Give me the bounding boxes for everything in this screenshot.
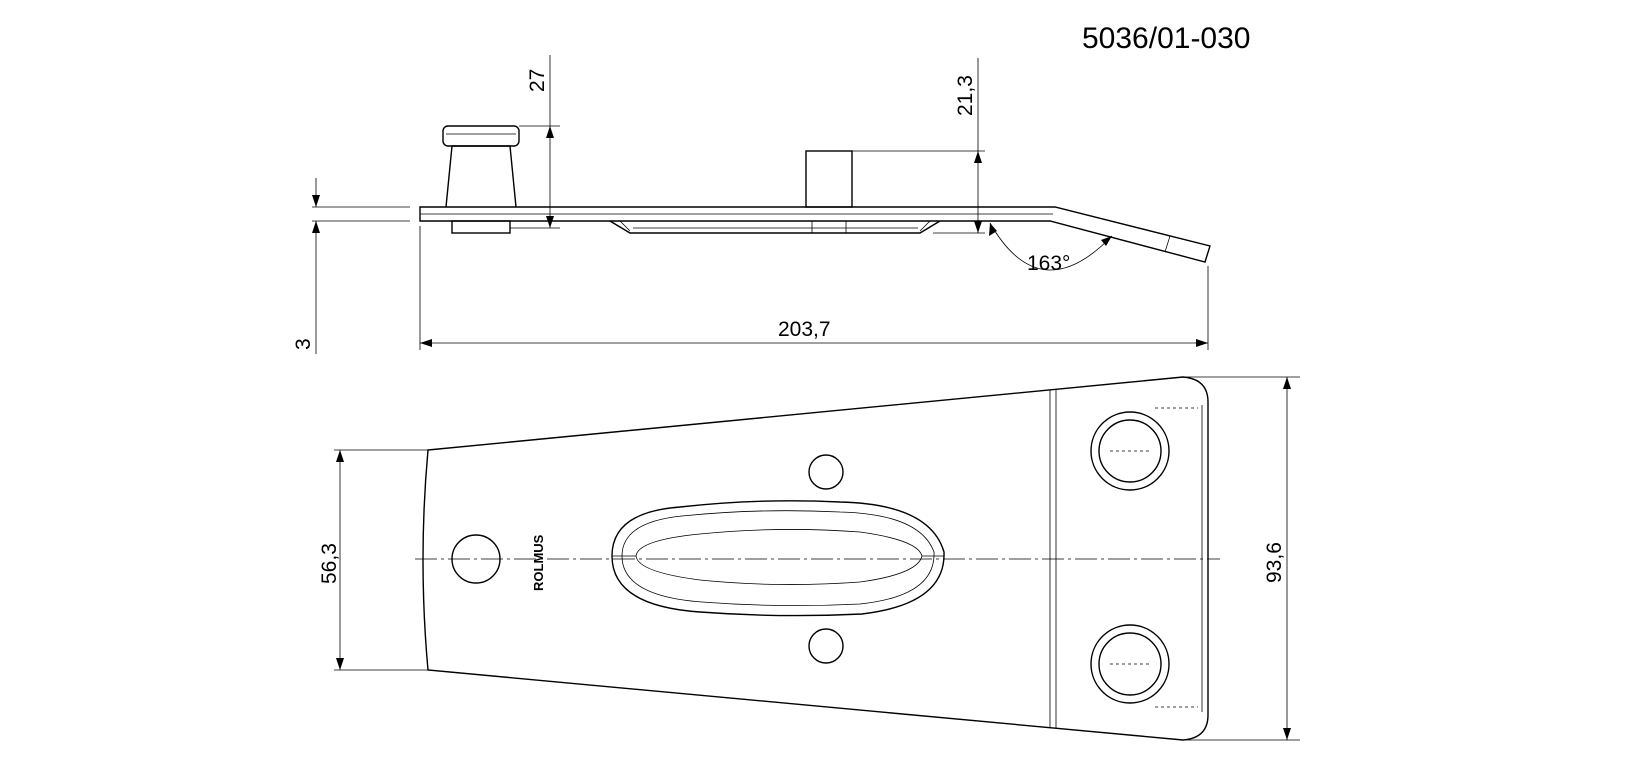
side-view: 27 21,3 163° 3 203,7 — [292, 55, 1211, 354]
small-pin-body — [805, 150, 853, 208]
dim-203-7-arrow-left — [420, 339, 432, 347]
dim-21-3-label: 21,3 — [954, 75, 977, 116]
oval-slot-inner — [635, 529, 923, 585]
side-plate-bend-line — [1164, 235, 1171, 253]
rolmus-logo: ROLMUS — [531, 534, 546, 591]
dim-3-arrow-top — [312, 195, 320, 207]
dim-203-7-arrow-right — [1196, 339, 1208, 347]
right-lower-hole-inner — [1098, 632, 1162, 696]
dim-27-label: 27 — [526, 69, 549, 92]
dim-56-3-arrow-top — [336, 450, 344, 462]
right-lower-hole-outer — [1090, 624, 1170, 704]
dim-21-3-arrow-bottom — [974, 221, 982, 233]
dim-93-6-arrow-bottom — [1283, 728, 1291, 740]
large-pin-body — [445, 145, 517, 208]
lower-hole — [808, 628, 844, 664]
dim-3-arrow-bottom — [312, 221, 320, 233]
top-plate-outline — [422, 376, 1209, 741]
dim-3-label: 3 — [292, 338, 315, 350]
top-view: ROLMUS 56,3 93,6 — [318, 376, 1300, 741]
large-pin-base — [451, 220, 511, 234]
embossed-slot-edge-left — [619, 220, 631, 232]
dim-56-3-arrow-bottom — [336, 658, 344, 670]
oval-slot-outer — [611, 500, 945, 617]
small-pin-base — [811, 220, 847, 234]
angle-label: 163° — [1027, 252, 1070, 275]
dim-27-arrow-top — [546, 126, 554, 138]
left-hole — [451, 534, 501, 584]
right-upper-hole-inner — [1098, 419, 1162, 483]
upper-hole — [808, 454, 844, 490]
angle-arrow-right — [1101, 236, 1112, 246]
right-upper-hole-outer — [1090, 411, 1170, 491]
part-number: 5036/01-030 — [1082, 22, 1251, 55]
dim-27-arrow-bottom — [546, 216, 554, 228]
side-plate-outline — [419, 206, 1211, 263]
angle-arc — [989, 222, 1113, 271]
large-pin-head — [442, 125, 520, 147]
embossed-slot-edge-right — [919, 220, 931, 232]
dim-203-7-label: 203,7 — [778, 318, 831, 341]
dim-21-3-arrow-top — [974, 151, 982, 163]
oval-slot-mid — [621, 510, 935, 606]
dim-93-6-label: 93,6 — [1263, 542, 1286, 583]
dim-56-3-label: 56,3 — [318, 543, 341, 584]
angle-arrow-left — [989, 223, 997, 236]
embossed-slot-profile — [609, 220, 941, 234]
dim-93-6-arrow-top — [1283, 377, 1291, 389]
